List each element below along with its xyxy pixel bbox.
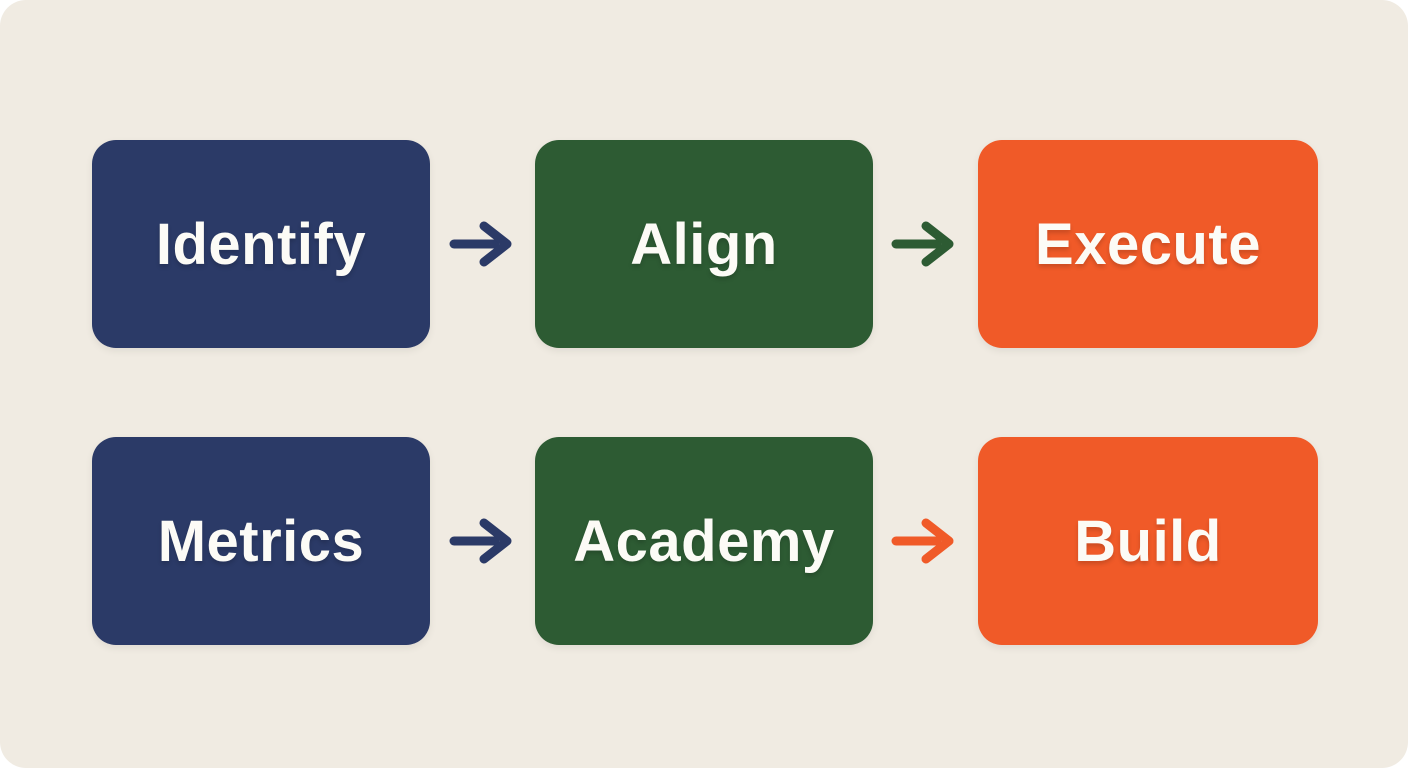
flow-box-build: Build bbox=[978, 437, 1318, 645]
flow-box-align: Align bbox=[535, 140, 873, 348]
flow-box-label: Identify bbox=[155, 211, 367, 277]
right-arrow-icon bbox=[891, 516, 957, 566]
flow-box-label: Align bbox=[630, 211, 778, 277]
flow-box-identify: Identify bbox=[92, 140, 430, 348]
right-arrow-icon bbox=[449, 219, 515, 269]
flow-box-label: Metrics bbox=[157, 508, 365, 574]
flow-box-label: Academy bbox=[573, 508, 835, 574]
flow-box-execute: Execute bbox=[978, 140, 1318, 348]
flow-box-academy: Academy bbox=[535, 437, 873, 645]
right-arrow-icon bbox=[891, 219, 957, 269]
flow-box-label: Build bbox=[1074, 508, 1222, 574]
flow-box-metrics: Metrics bbox=[92, 437, 430, 645]
flow-box-label: Execute bbox=[1035, 211, 1261, 277]
right-arrow-icon bbox=[449, 516, 515, 566]
